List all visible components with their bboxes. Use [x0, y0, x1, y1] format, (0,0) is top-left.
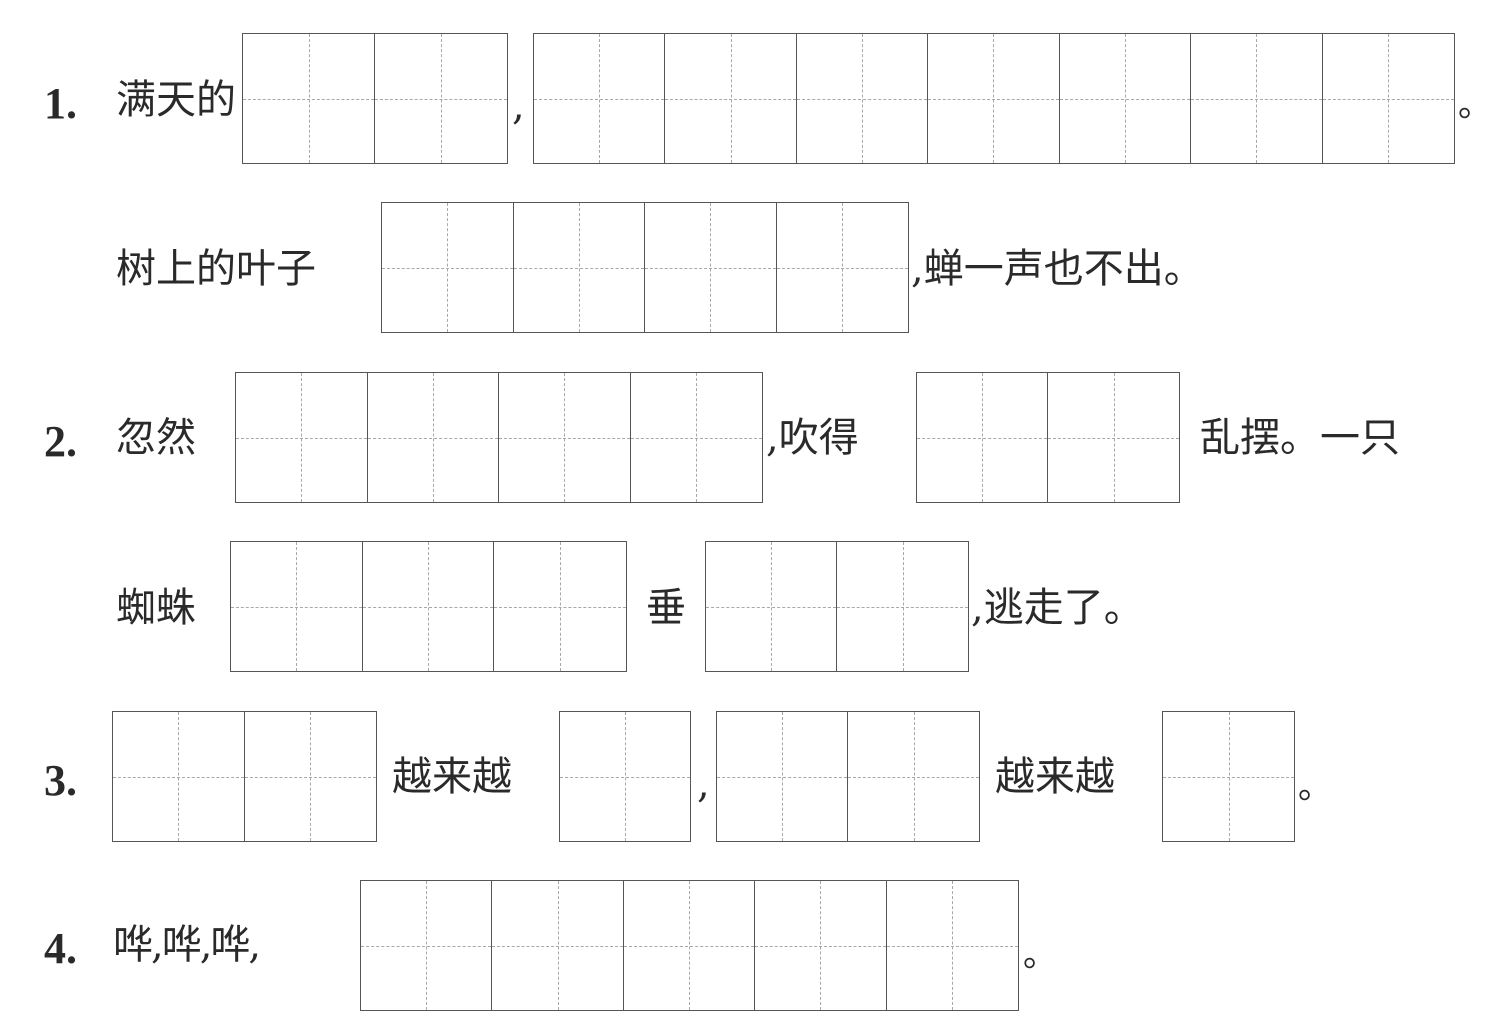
q2-line2-middle: 垂	[646, 585, 686, 631]
grid-cell[interactable]	[534, 34, 666, 163]
grid-cell[interactable]	[665, 34, 797, 163]
q2-answer-grid-3[interactable]	[230, 541, 627, 672]
grid-cell[interactable]	[362, 542, 495, 671]
q1-answer-grid-1[interactable]	[242, 33, 508, 164]
question-number-3: 3.	[44, 756, 77, 805]
q1-period: 。	[1458, 85, 1492, 125]
grid-cell[interactable]	[494, 542, 626, 671]
q2-line1-prefix: 忽然	[116, 415, 196, 461]
grid-cell[interactable]	[630, 373, 763, 502]
grid-cell[interactable]	[361, 881, 493, 1010]
grid-cell[interactable]	[1059, 34, 1192, 163]
grid-cell[interactable]	[645, 203, 777, 332]
grid-cell[interactable]	[717, 712, 848, 841]
question-number-1: 1.	[44, 79, 77, 128]
grid-cell[interactable]	[244, 712, 377, 841]
grid-cell[interactable]	[917, 373, 1048, 502]
grid-cell[interactable]	[382, 203, 514, 332]
q3-comma: ,	[697, 761, 710, 807]
q2-answer-grid-2[interactable]	[916, 372, 1180, 503]
grid-cell[interactable]	[755, 881, 887, 1010]
grid-cell[interactable]	[706, 542, 837, 671]
q1-line2-prefix: 树上的叶子	[116, 246, 316, 292]
q3-middle-2: 越来越	[995, 754, 1115, 800]
q3-answer-grid-4[interactable]	[1162, 711, 1295, 842]
q1-line2-suffix: ,蝉一声也不出。	[911, 246, 1204, 292]
q2-answer-grid-4[interactable]	[705, 541, 969, 672]
grid-cell[interactable]	[623, 881, 756, 1010]
question-number-4: 4.	[44, 924, 77, 973]
q2-answer-grid-1[interactable]	[235, 372, 763, 503]
grid-cell[interactable]	[113, 712, 245, 841]
q3-period: 。	[1298, 767, 1332, 807]
grid-cell[interactable]	[231, 542, 363, 671]
q4-period: 。	[1023, 935, 1057, 975]
grid-cell[interactable]	[848, 712, 979, 841]
q3-answer-grid-3[interactable]	[716, 711, 980, 842]
grid-cell[interactable]	[837, 542, 968, 671]
grid-cell[interactable]	[1048, 373, 1179, 502]
q3-answer-grid-1[interactable]	[112, 711, 377, 842]
grid-cell[interactable]	[375, 34, 507, 163]
grid-cell[interactable]	[1191, 34, 1323, 163]
grid-cell[interactable]	[1322, 34, 1455, 163]
q2-line2-suffix: ,逃走了。	[971, 585, 1144, 631]
grid-cell[interactable]	[560, 712, 690, 841]
grid-cell[interactable]	[243, 34, 375, 163]
grid-cell[interactable]	[796, 34, 929, 163]
q1-answer-grid-3[interactable]	[381, 202, 909, 333]
grid-cell[interactable]	[1163, 712, 1294, 841]
q4-prefix: 哗,哗,哗,	[113, 922, 261, 968]
q1-comma: ,	[512, 83, 525, 129]
q4-answer-grid[interactable]	[360, 880, 1019, 1011]
q1-answer-grid-2[interactable]	[533, 33, 1455, 164]
q1-line1-prefix: 满天的	[116, 77, 236, 123]
question-number-2: 2.	[44, 417, 77, 466]
q2-line2-prefix: 蜘蛛	[116, 585, 196, 631]
grid-cell[interactable]	[776, 203, 909, 332]
q2-line1-suffix: 乱摆。一只	[1200, 415, 1400, 461]
grid-cell[interactable]	[367, 373, 499, 502]
q3-middle-1: 越来越	[392, 754, 512, 800]
grid-cell[interactable]	[236, 373, 368, 502]
q2-line1-middle: ,吹得	[766, 415, 859, 461]
grid-cell[interactable]	[886, 881, 1019, 1010]
grid-cell[interactable]	[513, 203, 645, 332]
grid-cell[interactable]	[492, 881, 624, 1010]
q3-answer-grid-2[interactable]	[559, 711, 691, 842]
grid-cell[interactable]	[499, 373, 631, 502]
grid-cell[interactable]	[928, 34, 1060, 163]
